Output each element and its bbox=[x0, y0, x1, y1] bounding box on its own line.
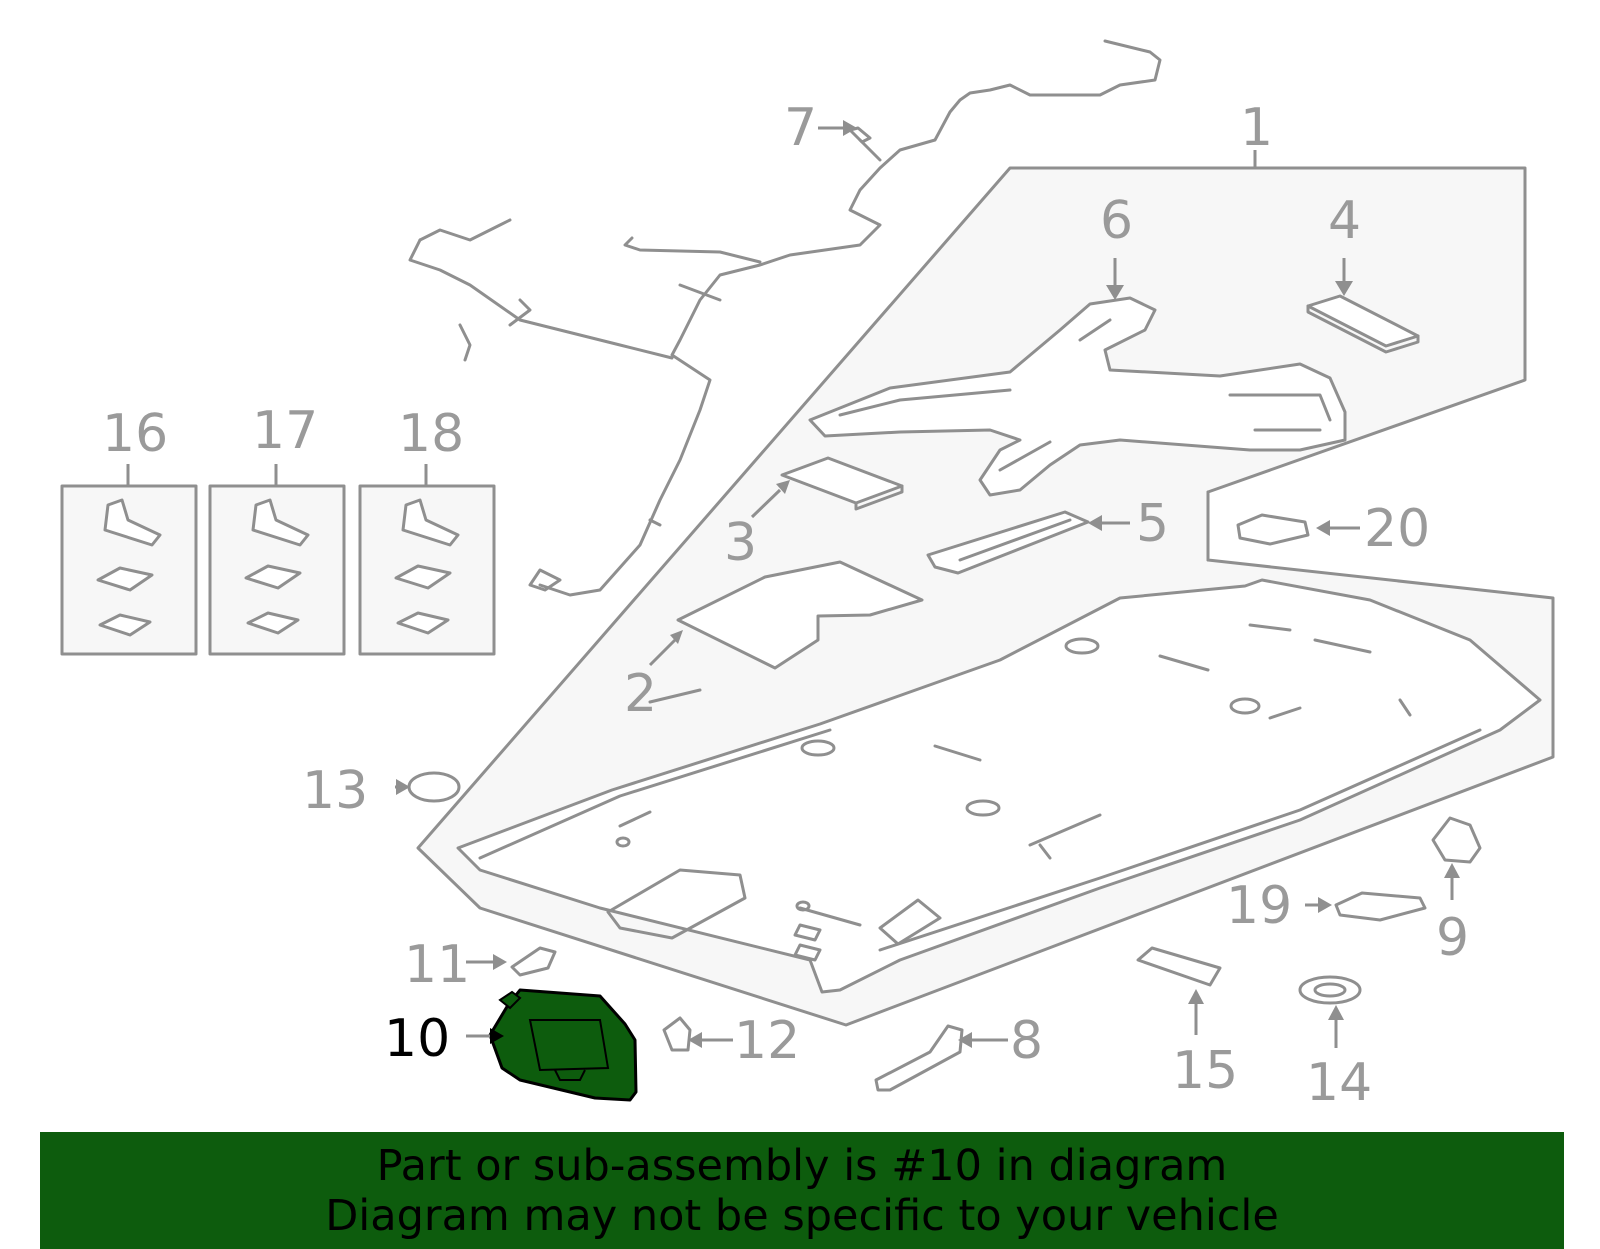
part-8-grab-handle[interactable] bbox=[874, 1024, 964, 1092]
part-13-clip[interactable] bbox=[407, 771, 461, 803]
callout-7: 7 bbox=[784, 98, 817, 158]
callout-12: 12 bbox=[734, 1011, 800, 1071]
part-12-clip[interactable] bbox=[662, 1016, 692, 1052]
part-14-grommet[interactable] bbox=[1298, 975, 1362, 1005]
leader-lines bbox=[126, 120, 1460, 1048]
callout-18: 18 bbox=[398, 404, 464, 464]
callout-labels: 1 2 3 4 5 6 7 8 9 10 11 12 13 14 15 16 1… bbox=[102, 98, 1469, 1113]
part-3-pad[interactable] bbox=[780, 456, 904, 511]
callout-1: 1 bbox=[1240, 98, 1273, 158]
callout-19: 19 bbox=[1226, 876, 1292, 936]
callout-10: 10 bbox=[384, 1009, 450, 1069]
callout-4: 4 bbox=[1328, 191, 1361, 251]
banner-line-2: Diagram may not be specific to your vehi… bbox=[325, 1190, 1279, 1241]
callout-16: 16 bbox=[102, 404, 168, 464]
callout-8: 8 bbox=[1010, 1011, 1043, 1071]
info-banner: Part or sub-assembly is #10 in diagram D… bbox=[40, 1132, 1564, 1249]
callout-14: 14 bbox=[1306, 1053, 1372, 1113]
part-18-fastener-kit[interactable] bbox=[358, 484, 496, 656]
part-16-fastener-kit[interactable] bbox=[60, 484, 198, 656]
callout-17: 17 bbox=[252, 401, 318, 461]
part-10-sun-visor[interactable] bbox=[488, 988, 638, 1102]
callout-11: 11 bbox=[404, 935, 470, 995]
part-6-console-frame[interactable] bbox=[808, 296, 1347, 497]
part-19-lamp[interactable] bbox=[1334, 891, 1427, 922]
headliner-shell bbox=[456, 578, 1542, 994]
callout-2: 2 bbox=[624, 664, 657, 724]
part-5-strip[interactable] bbox=[926, 510, 1090, 575]
callout-3: 3 bbox=[724, 513, 757, 573]
part-11-clip[interactable] bbox=[510, 946, 557, 977]
callout-15: 15 bbox=[1172, 1041, 1238, 1101]
part-15-lamp[interactable] bbox=[1136, 946, 1222, 987]
part-4-pad[interactable] bbox=[1306, 294, 1420, 354]
part-7-wire-harness[interactable] bbox=[408, 39, 1162, 597]
callout-5: 5 bbox=[1136, 494, 1169, 554]
part-2-pad[interactable] bbox=[676, 560, 924, 670]
callout-6: 6 bbox=[1100, 191, 1133, 251]
part-20-clip[interactable] bbox=[1236, 513, 1310, 546]
part-17-fastener-kit[interactable] bbox=[208, 484, 346, 656]
callout-9: 9 bbox=[1436, 908, 1469, 968]
banner-line-1: Part or sub-assembly is #10 in diagram bbox=[376, 1140, 1228, 1191]
callout-13: 13 bbox=[302, 761, 368, 821]
callout-20: 20 bbox=[1364, 499, 1430, 559]
part-9-clip[interactable] bbox=[1431, 816, 1482, 864]
